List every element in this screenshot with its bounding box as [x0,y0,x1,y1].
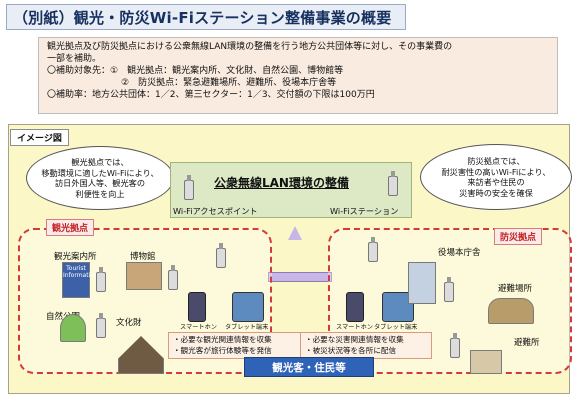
wifi-pole-icon [96,267,106,292]
smartphone-icon [188,292,206,322]
summary-line: 観光拠点及び防災拠点における公衆無線LAN環境の整備を行う地方公共団体等に対し、… [47,42,453,52]
wifi-center-panel [170,162,412,218]
cloud-text: 移動環境に適したWi-Fiにより、 [41,167,159,178]
tablet-label: タブレット端末 [374,324,418,331]
tablet-label: タブレット端末 [225,324,269,331]
page-title: （別紙）観光・防災Wi-Fiステーション整備事業の概要 [13,8,392,27]
tourism-info-box: ・必要な観光関連情報を収集 ・観光客が旅行体験等を発信 [168,332,312,359]
info-text: ・必要な観光関連情報を収集 [173,335,272,344]
wifi-access-point-icon [184,175,194,200]
smartphone-label: スマートホン [180,324,217,331]
wifi-pole-icon [444,277,454,302]
tourism-speech-cloud: 観光拠点では、 移動環境に適したWi-Fiにより、 訪日外国人等、観光客の 利便… [26,146,174,210]
cloud-text: 耐災害性の高いWi-Fiにより、 [441,166,551,177]
double-arrow-icon [268,272,332,282]
shelter-label: 避難所 [514,338,540,348]
museum-icon [126,262,162,290]
summary-box: 観光拠点及び防災拠点における公衆無線LAN環境の整備を行う地方公共団体等に対し、… [38,37,558,114]
kankou-label: 観光案内所 [54,252,97,262]
cloud-text: 観光拠点では、 [71,157,129,167]
summary-line: ② 防災拠点：緊急避難場所、避難所、役場本庁舎等 [121,78,337,88]
bunka-label: 文化財 [116,318,142,328]
cloud-text: 訪日外国人等、観光客の [54,178,146,188]
evacuation-site-icon [488,298,534,324]
info-text: ・観光客が旅行体験等を発信 [173,345,272,355]
summary-line: 〇補助対象先：① 観光拠点：観光案内所、文化財、自然公園、博物館等 [47,66,344,76]
museum-label: 博物館 [130,252,156,262]
cloud-text: 来訪者や住民の [467,177,525,187]
cloud-text: 利便性を向上 [75,188,125,199]
summary-line: 〇補助率：地方公共団体：1／2、第三セクター：1／3、交付額の下限は100万円 [47,90,375,100]
wifi-pole-icon [168,265,178,290]
tourism-tag: 観光拠点 [46,219,95,236]
page-title-bar: （別紙）観光・防災Wi-Fiステーション整備事業の概要 [6,4,406,30]
wifi-station-label: Wi-Fiステーション [330,206,399,216]
disaster-speech-cloud: 防災拠点では、 耐災害性の高いWi-Fiにより、 来訪者や住民の 災害時の安全を… [420,144,572,210]
town-office-icon [408,262,436,304]
wifi-pole-icon [216,243,226,268]
smartphone-label: スマートホン [336,324,373,331]
disaster-tag: 防災拠点 [494,228,543,245]
gym-label: 避難場所 [498,284,533,294]
info-text: ・被災状況等を各所に配信 [305,345,397,355]
cloud-text: 防災拠点では、 [467,156,525,166]
disaster-info-box: ・必要な災害関連情報を収集 ・被災状況等を各所に配信 [300,332,432,359]
up-arrow-icon [288,226,302,240]
cloud-text: 災害時の安全を確保 [459,187,533,198]
info-text: ・必要な災害関連情報を収集 [305,335,404,344]
park-icon [60,314,86,342]
wifi-pole-icon [96,313,106,338]
summary-line: 一部を補助。 [47,54,102,64]
tourist-info-sign-icon: Tourist Information [62,262,98,298]
office-label: 役場本庁舎 [438,248,481,258]
wifi-pole-icon [450,333,460,358]
wifi-station-icon [388,171,398,196]
tablet-icon [232,292,264,322]
wifi-pole-icon [368,237,378,262]
shelter-icon [470,350,502,374]
smartphone-icon [346,292,364,322]
access-point-label: Wi-Fiアクセスポイント [173,206,258,216]
figure-label: イメージ図 [10,129,69,146]
people-label-bar: 観光客・住民等 [244,357,374,377]
center-title: 公衆無線LAN環境の整備 [214,176,349,190]
